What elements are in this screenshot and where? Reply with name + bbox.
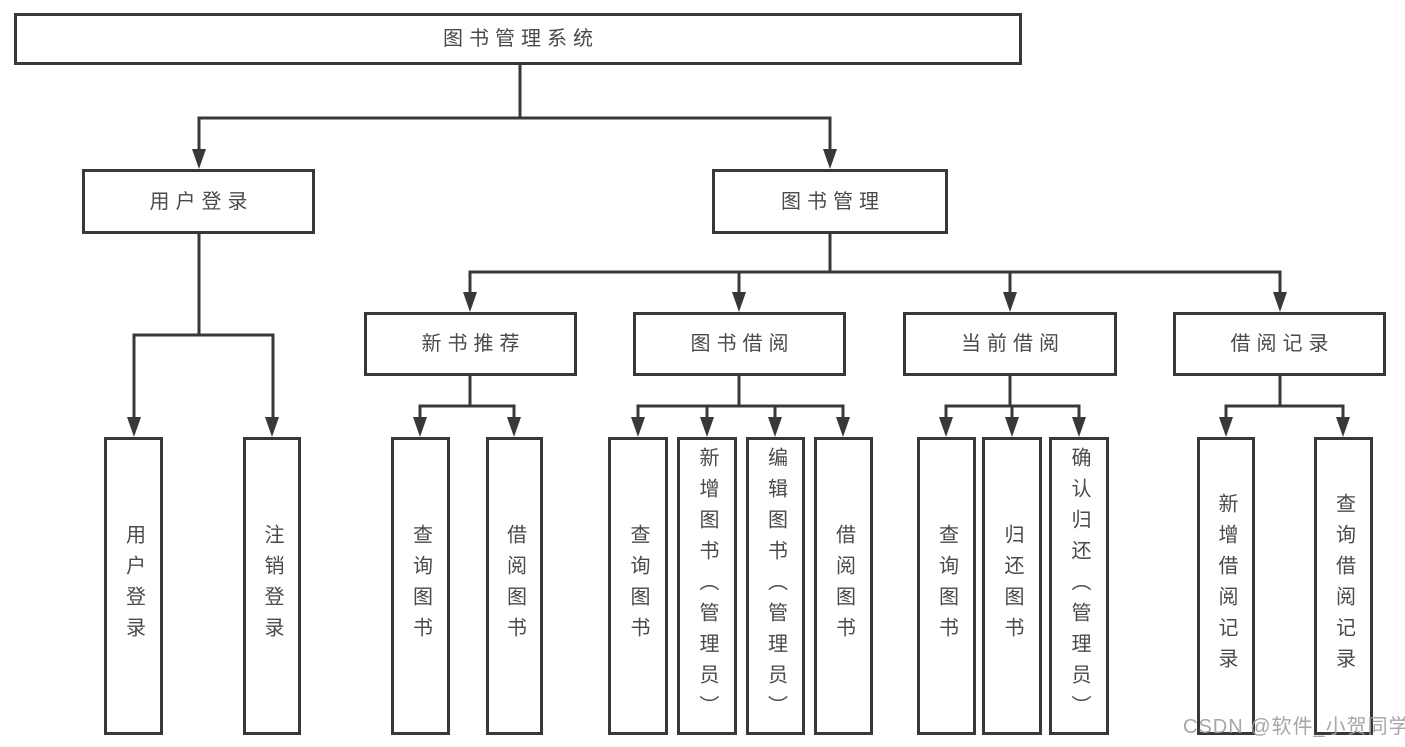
node-borrowing-records: 借阅记录 [1173, 312, 1386, 376]
leaf-logout-label: 注销登录 [261, 524, 283, 648]
leaf-logout: 注销登录 [243, 437, 301, 735]
leaf-edit-book-admin-label: 编辑图书（管理员） [764, 446, 787, 726]
leaf-add-book-admin-label: 新增图书（管理员） [696, 446, 718, 726]
leaf-query-books-3: 查询图书 [917, 437, 976, 735]
leaf-borrow-books-1: 借阅图书 [486, 437, 543, 735]
leaf-query-borrow-record-label: 查询借阅记录 [1332, 493, 1355, 679]
node-book-borrowing: 图书借阅 [633, 312, 846, 376]
leaf-query-books-1-label: 查询图书 [409, 524, 432, 648]
leaf-add-borrow-record: 新增借阅记录 [1197, 437, 1255, 735]
node-user-login: 用户登录 [82, 169, 315, 234]
leaf-user-login-label: 用户登录 [122, 524, 145, 648]
node-library-management-system: 图书管理系统 [14, 13, 1022, 65]
leaf-return-book-label: 归还图书 [1001, 524, 1023, 648]
node-book-management: 图书管理 [712, 169, 948, 234]
leaf-confirm-return-admin: 确认归还（管理员） [1049, 437, 1109, 735]
leaf-confirm-return-admin-label: 确认归还（管理员） [1068, 446, 1090, 726]
node-new-book-recommendation: 新书推荐 [364, 312, 577, 376]
leaf-add-book-admin: 新增图书（管理员） [677, 437, 737, 735]
leaf-query-books-2: 查询图书 [608, 437, 668, 735]
leaf-borrow-books-2-label: 借阅图书 [832, 524, 855, 648]
leaf-borrow-books-1-label: 借阅图书 [503, 524, 526, 648]
leaf-query-books-1: 查询图书 [391, 437, 450, 735]
leaf-user-login: 用户登录 [104, 437, 163, 735]
leaf-edit-book-admin: 编辑图书（管理员） [746, 437, 805, 735]
leaf-query-books-2-label: 查询图书 [627, 524, 649, 648]
leaf-borrow-books-2: 借阅图书 [814, 437, 873, 735]
leaf-add-borrow-record-label: 新增借阅记录 [1215, 493, 1237, 679]
leaf-query-borrow-record: 查询借阅记录 [1314, 437, 1373, 735]
leaf-query-books-3-label: 查询图书 [935, 524, 958, 648]
node-current-borrowing: 当前借阅 [903, 312, 1117, 376]
leaf-return-book: 归还图书 [982, 437, 1042, 735]
csdn-watermark: CSDN @软件_小贺同学 [1183, 716, 1405, 738]
